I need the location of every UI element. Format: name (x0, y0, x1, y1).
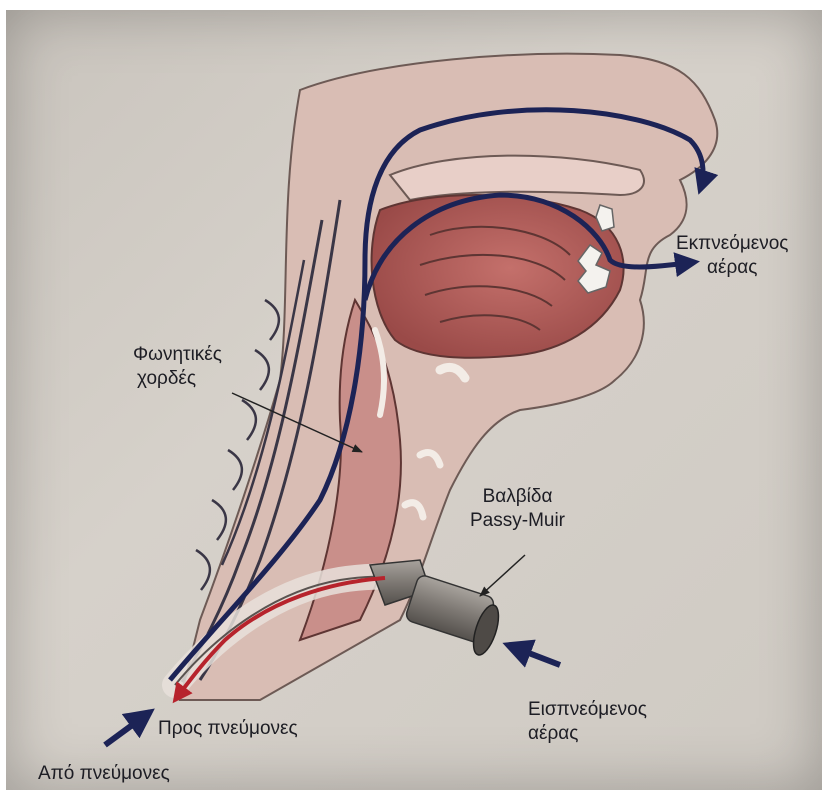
to-lungs-label: Προς πνεύμονες (158, 717, 298, 741)
from-lungs-arrow (105, 712, 150, 745)
inhaled-air-label-line2: αέρας (528, 722, 647, 746)
exhaled-air-label-line1: Εκπνεόμενος (676, 232, 788, 256)
valve-leader (480, 555, 525, 596)
inhaled-air-arrow (508, 645, 560, 665)
exhaled-air-label-line2: αέρας (676, 256, 788, 280)
exhaled-air-label: Εκπνεόμενος αέρας (676, 232, 788, 280)
vocal-cords-label: Φωνητικές χορδές (133, 343, 222, 391)
vocal-cords-label-line2: χορδές (133, 367, 222, 391)
to-lungs-label-text: Προς πνεύμονες (158, 717, 298, 741)
inhaled-air-label-line1: Εισπνεόμενος (528, 698, 647, 722)
valve-label-line2: Passy-Muir (470, 509, 565, 533)
valve-label: Βαλβίδα Passy-Muir (470, 485, 565, 533)
from-lungs-label: Από πνεύμονες (38, 762, 170, 786)
vocal-cords-label-line1: Φωνητικές (133, 343, 222, 367)
from-lungs-label-text: Από πνεύμονες (38, 762, 170, 786)
inhaled-air-label: Εισπνεόμενος αέρας (528, 698, 647, 746)
valve-label-line1: Βαλβίδα (470, 485, 565, 509)
